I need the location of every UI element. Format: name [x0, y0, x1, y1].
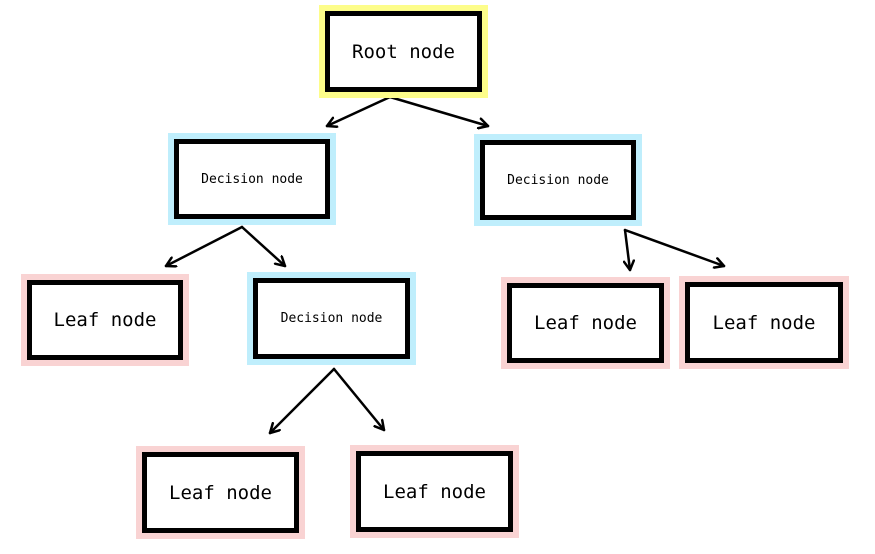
root-node-label: Root node: [352, 40, 455, 63]
leaf-node-bottom-b-label: Leaf node: [383, 480, 486, 503]
leaf-node-bottom-a: Leaf node: [142, 452, 299, 533]
decision-node-left-label: Decision node: [201, 171, 303, 187]
root-node: Root node: [325, 11, 482, 92]
decision-node-left: Decision node: [174, 139, 330, 219]
leaf-node-far-left-label: Leaf node: [53, 309, 157, 331]
leaf-node-right-a: Leaf node: [507, 283, 664, 363]
decision-node-middle-label: Decision node: [280, 311, 383, 326]
edge-arrow-root-to-decision-left: [325, 95, 392, 126]
edge-arrow-root-to-decision-right: [388, 95, 490, 126]
edge-arrow-decision-mid-to-leaf-bottom-a: [268, 367, 336, 435]
leaf-node-bottom-a-label: Leaf node: [169, 481, 272, 504]
decision-node-right: Decision node: [480, 140, 636, 220]
edge-arrow-decision-mid-to-leaf-bottom-b: [332, 367, 386, 432]
edge-arrow-decision-right-to-leaf-right-b: [623, 228, 726, 266]
leaf-node-right-b-label: Leaf node: [712, 311, 816, 334]
edge-arrow-decision-left-to-leaf-far-left: [164, 225, 244, 266]
leaf-node-far-left: Leaf node: [27, 280, 183, 360]
decision-node-middle: Decision node: [253, 278, 410, 359]
decision-node-right-label: Decision node: [507, 172, 609, 188]
leaf-node-right-a-label: Leaf node: [534, 312, 637, 334]
edge-arrow-decision-right-to-leaf-right-a: [625, 228, 630, 272]
edge-arrow-decision-left-to-decision-mid: [240, 225, 287, 268]
leaf-node-bottom-b: Leaf node: [356, 451, 513, 532]
leaf-node-right-b: Leaf node: [685, 282, 843, 363]
